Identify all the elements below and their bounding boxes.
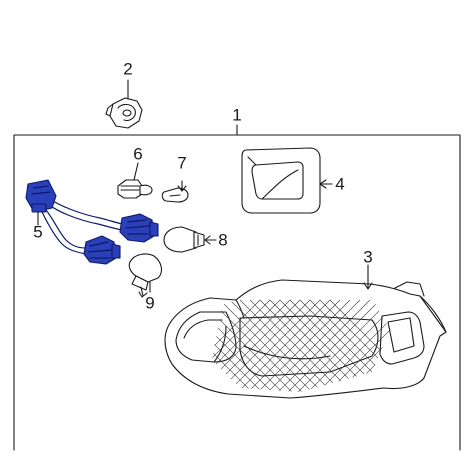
callout-5: 5 bbox=[33, 222, 42, 241]
part-5-wiring-harness bbox=[25, 179, 159, 265]
leader-4-arrow bbox=[319, 179, 327, 189]
callout-8: 8 bbox=[218, 230, 227, 249]
callout-numbers: 1 2 3 4 5 6 7 8 9 bbox=[33, 59, 372, 312]
callout-9: 9 bbox=[145, 293, 154, 312]
leader-3-arrow bbox=[363, 282, 373, 290]
callout-1: 1 bbox=[232, 105, 241, 124]
callout-2: 2 bbox=[123, 59, 132, 78]
part-6-socket bbox=[117, 162, 153, 199]
callout-7: 7 bbox=[177, 153, 186, 172]
part-9-bulb bbox=[128, 253, 163, 298]
part-3-lamp-housing bbox=[164, 279, 447, 399]
part-8-bulb bbox=[163, 226, 217, 253]
part-7-wedge-bulb bbox=[161, 180, 189, 203]
part-2-grommet bbox=[105, 97, 143, 129]
callout-6: 6 bbox=[133, 144, 142, 163]
leader-lines bbox=[37, 79, 373, 293]
callout-4: 4 bbox=[335, 174, 344, 193]
part-4-gasket bbox=[241, 147, 321, 214]
callout-3: 3 bbox=[363, 247, 372, 266]
